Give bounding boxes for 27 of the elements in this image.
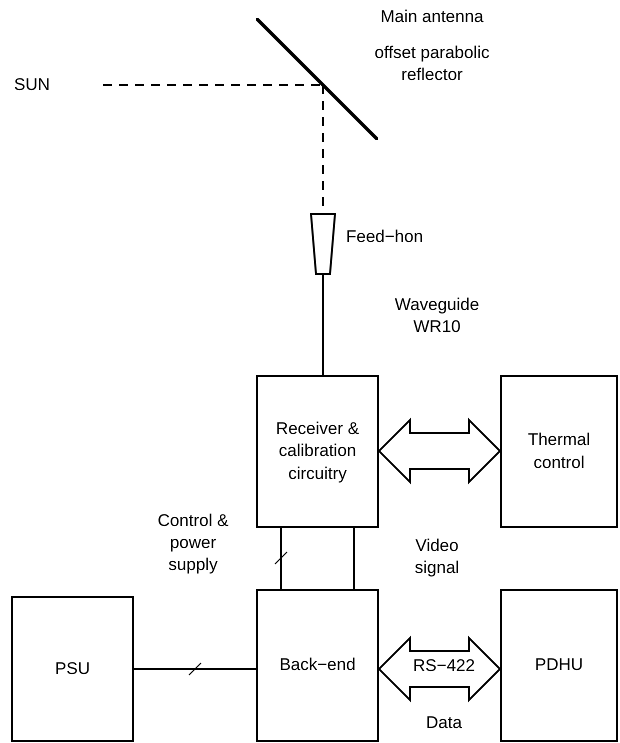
block-box xyxy=(500,589,618,742)
edge-label: RS−422 xyxy=(412,655,476,677)
double-block-arrow xyxy=(378,418,502,484)
signal-label: Data xyxy=(425,712,463,734)
part-label: offset parabolic reflector xyxy=(374,42,490,86)
box-label: Back−end xyxy=(278,654,357,676)
box-label: Thermal control xyxy=(526,429,592,474)
connector-line xyxy=(353,528,355,589)
double-block-arrow xyxy=(378,636,502,702)
block-box xyxy=(500,375,618,528)
block-box xyxy=(11,596,134,742)
connector-line xyxy=(322,275,324,375)
block-box xyxy=(256,589,379,742)
part-label: Main antenna xyxy=(379,6,485,28)
connector-line xyxy=(134,668,256,670)
box-label: PSU xyxy=(54,658,91,680)
source-label: SUN xyxy=(13,74,51,96)
dashed-line xyxy=(103,84,323,86)
part-label: Feed−hon xyxy=(346,226,424,248)
edge-label: Waveguide WR10 xyxy=(394,294,480,338)
feed-horn-drawing xyxy=(310,213,336,275)
box-label: Receiver & calibration circuitry xyxy=(274,418,360,485)
block-box xyxy=(256,375,379,528)
edge-label: Video signal xyxy=(414,535,460,580)
edge-label: Control & power supply xyxy=(156,510,230,576)
box-label: PDHU xyxy=(534,654,584,676)
connector-line xyxy=(280,528,282,589)
